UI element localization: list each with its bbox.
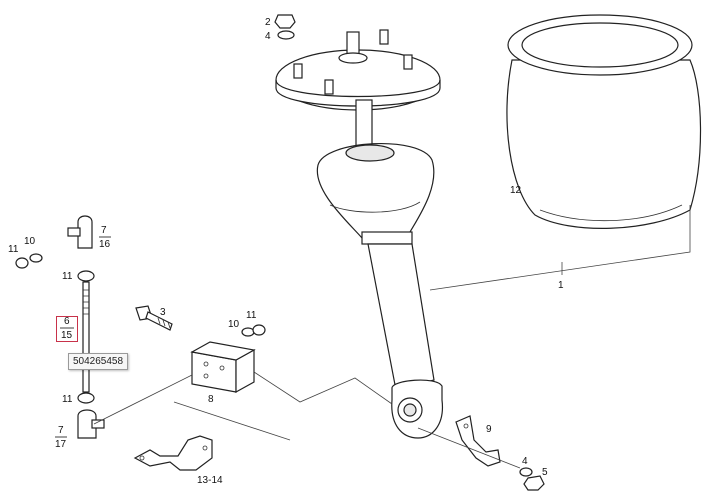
callout-13-14: 13-14: [197, 475, 223, 486]
callout-9: 9: [486, 424, 492, 435]
callout-12: 12: [510, 185, 522, 196]
leader-lines: [93, 205, 691, 469]
tooltip-part-number: 504265458: [73, 356, 124, 367]
washer-part-4-top[interactable]: [277, 30, 295, 40]
callout-11-rod-top: 11: [62, 271, 73, 282]
callout-10-left: 10: [24, 236, 36, 247]
nut-part-5[interactable]: [523, 475, 545, 491]
bracket-part-9[interactable]: [455, 415, 501, 467]
callout-5: 5: [542, 467, 548, 478]
callout-2: 2: [265, 17, 271, 28]
nut-part-11-rod-bottom[interactable]: [77, 392, 95, 404]
callout-1: 1: [558, 280, 564, 291]
top-mounting-plate[interactable]: [275, 29, 441, 111]
washer-part-10-left[interactable]: [29, 253, 43, 263]
callout-3: 3: [160, 307, 166, 318]
nut-part-11-left[interactable]: [15, 257, 29, 269]
callout-6-15-den: 15: [61, 330, 73, 341]
ball-joint-part-7-16[interactable]: [67, 215, 93, 249]
bracket-part-8[interactable]: [190, 341, 256, 394]
callout-8: 8: [208, 394, 214, 405]
part-number-tooltip: 504265458: [68, 353, 129, 370]
bolt-part-3[interactable]: [135, 305, 173, 331]
callout-10-mid: 10: [228, 319, 240, 330]
ball-joint-part-7-17[interactable]: [77, 409, 105, 439]
callout-4-top: 4: [265, 31, 271, 42]
callout-11-left: 11: [8, 244, 19, 255]
callout-labels: 1 2 4 12 10 11 7 16 11 6 15 11 7 17 3 10…: [8, 17, 564, 486]
callout-11-mid: 11: [246, 310, 257, 321]
nut-part-11-rod-top[interactable]: [77, 270, 95, 282]
callout-7-16-den: 16: [99, 239, 111, 250]
callout-7-17-den: 17: [55, 439, 67, 450]
air-bellows-part-12[interactable]: [506, 14, 702, 229]
callout-6-15-num: 6: [64, 316, 70, 327]
nut-part-11-mid[interactable]: [252, 324, 266, 336]
bracket-part-13-14[interactable]: [133, 435, 213, 471]
washer-part-4-bottom[interactable]: [519, 467, 533, 477]
washer-part-10-mid[interactable]: [241, 327, 255, 337]
callout-7-17-num: 7: [58, 425, 64, 436]
callout-11-rod-bottom: 11: [62, 394, 73, 405]
callout-6-15-highlight[interactable]: [56, 316, 78, 342]
leveling-rod-part-6-15[interactable]: [82, 281, 90, 393]
nut-part-2[interactable]: [274, 14, 296, 29]
shock-absorber-part-1[interactable]: [316, 99, 444, 439]
callout-4-bottom: 4: [522, 456, 528, 467]
callout-7-16-num: 7: [101, 225, 107, 236]
